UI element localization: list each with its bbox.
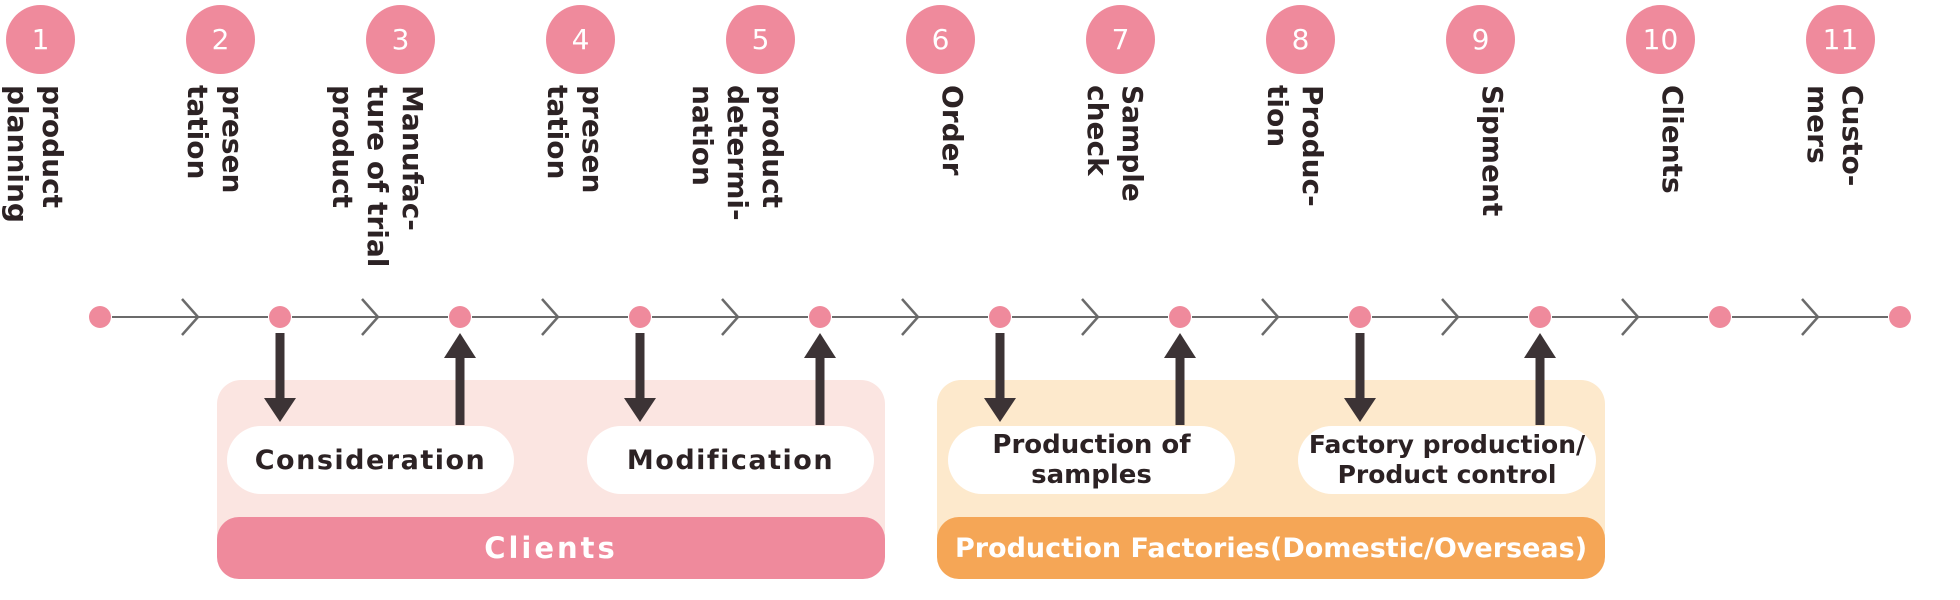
up-arrow-head-icon — [1164, 333, 1196, 358]
chevron-arrow-icon — [541, 298, 560, 336]
step-number-circle: 8 — [1266, 5, 1335, 74]
timeline-dot — [629, 306, 651, 328]
timeline-dot — [449, 306, 471, 328]
consideration-label: Consideration — [254, 444, 487, 476]
step-number-circle: 2 — [186, 5, 255, 74]
step-label: Custo- mers — [1801, 85, 1869, 187]
chevron-arrow-icon — [1801, 298, 1820, 336]
timeline-dot — [1709, 306, 1731, 328]
timeline-dot — [1529, 306, 1551, 328]
down-arrow-head-icon — [624, 398, 656, 422]
chevron-arrow-icon — [721, 298, 740, 336]
clients-bar: Clients — [217, 517, 885, 579]
step-number-circle: 5 — [726, 5, 795, 74]
consideration-box: Consideration — [227, 426, 514, 494]
step-2: 2 presen tation — [130, 0, 310, 300]
up-arrow-head-icon — [1524, 333, 1556, 358]
timeline-dot — [989, 306, 1011, 328]
step-label: presen tation — [541, 85, 609, 194]
timeline-dot — [1349, 306, 1371, 328]
down-arrow-head-icon — [984, 398, 1016, 422]
chevron-arrow-icon — [181, 298, 200, 336]
factories-bar: Production Factories(Domestic/Overseas) — [937, 517, 1605, 579]
step-label: Produc- tion — [1261, 85, 1329, 207]
step-4: 4 presen tation — [490, 0, 670, 300]
down-arrow-head-icon — [1344, 398, 1376, 422]
step-number-circle: 7 — [1086, 5, 1155, 74]
step-number-circle: 1 — [6, 5, 75, 74]
chevron-arrow-icon — [361, 298, 380, 336]
chevron-arrow-icon — [901, 298, 920, 336]
production-of-samples-label: Production of samples — [992, 430, 1191, 490]
timeline-dot — [809, 306, 831, 328]
factory-production-box: Factory production/ Product control — [1298, 426, 1596, 494]
up-arrow-head-icon — [804, 333, 836, 358]
step-number-circle: 11 — [1806, 5, 1875, 74]
step-label: Manufac- ture of trial product — [326, 85, 429, 268]
step-5: 5 product determi- nation — [670, 0, 850, 300]
chevron-arrow-icon — [1081, 298, 1100, 336]
timeline-dot — [1889, 306, 1911, 328]
timeline-dot — [269, 306, 291, 328]
step-number-circle: 10 — [1626, 5, 1695, 74]
production-of-samples-box: Production of samples — [948, 426, 1235, 494]
chevron-arrow-icon — [1441, 298, 1460, 336]
step-number-circle: 9 — [1446, 5, 1515, 74]
clients-bar-label: Clients — [484, 531, 618, 565]
down-arrow-head-icon — [264, 398, 296, 422]
step-number-circle: 6 — [906, 5, 975, 74]
timeline-dot — [89, 306, 111, 328]
modification-box: Modification — [587, 426, 874, 494]
step-number-circle: 4 — [546, 5, 615, 74]
step-label: presen tation — [181, 85, 249, 194]
step-label: product determi- nation — [686, 85, 789, 221]
step-1: 1 product planning — [0, 0, 130, 300]
step-label: Sipment — [1476, 85, 1509, 217]
up-arrow-head-icon — [444, 333, 476, 358]
factories-bar-label: Production Factories(Domestic/Overseas) — [954, 532, 1588, 564]
chevron-arrow-icon — [1261, 298, 1280, 336]
timeline-dot — [1169, 306, 1191, 328]
step-label: Clients — [1656, 85, 1689, 194]
step-number-circle: 3 — [366, 5, 435, 74]
factory-production-label: Factory production/ Product control — [1308, 430, 1586, 489]
step-label: product planning — [1, 85, 69, 223]
chevron-arrow-icon — [1621, 298, 1640, 336]
step-label: Sample check — [1081, 85, 1149, 202]
step-label: Order — [936, 85, 969, 176]
modification-label: Modification — [626, 444, 835, 476]
